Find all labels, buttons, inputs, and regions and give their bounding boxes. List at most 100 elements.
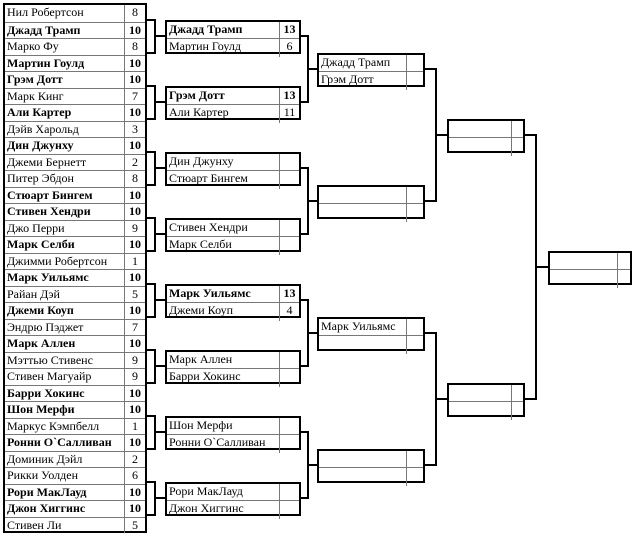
player-score: 9 bbox=[124, 352, 145, 368]
player-row[interactable] bbox=[449, 120, 523, 138]
player-row[interactable]: Стивен Хендри bbox=[167, 219, 299, 237]
player-row[interactable] bbox=[449, 384, 523, 402]
player-row[interactable] bbox=[449, 401, 523, 420]
player-row[interactable]: Джон Хиггинс bbox=[167, 500, 299, 519]
player-score bbox=[279, 501, 299, 519]
player-name: Джеми Бернетт bbox=[7, 154, 87, 169]
player-row[interactable]: Джадд Трамп bbox=[319, 54, 423, 72]
player-row[interactable]: Марк Аллен bbox=[167, 351, 299, 369]
bracket-connector bbox=[435, 398, 447, 400]
player-name: Нил Робертсон bbox=[7, 5, 84, 19]
player-name: Барри Хокинс bbox=[7, 385, 85, 400]
bracket-connector bbox=[424, 332, 437, 334]
player-row[interactable]: Шон Мерфи bbox=[167, 417, 299, 435]
player-score bbox=[279, 435, 299, 453]
player-row[interactable] bbox=[319, 203, 423, 222]
player-score: 10 bbox=[124, 237, 145, 253]
player-row[interactable]: Марк Селби bbox=[167, 236, 299, 255]
player-row[interactable]: Дин Джунху bbox=[167, 153, 299, 171]
player-row[interactable]: Грэм Дотт bbox=[319, 71, 423, 90]
player-name: Джеми Коуп bbox=[7, 303, 74, 317]
player-row[interactable]: Барри Хокинс bbox=[167, 368, 299, 387]
player-name: Марк Кинг bbox=[7, 88, 64, 103]
player-score bbox=[279, 351, 299, 369]
player-score bbox=[406, 204, 423, 222]
player-row[interactable] bbox=[319, 335, 423, 354]
player-name: Али Картер bbox=[169, 105, 229, 119]
player-row[interactable] bbox=[550, 269, 630, 288]
player-score: 11 bbox=[279, 105, 299, 123]
player-row[interactable]: Стюарт Бингем bbox=[167, 170, 299, 189]
player-row[interactable] bbox=[550, 252, 630, 270]
player-score: 1 bbox=[124, 418, 145, 434]
player-score: 2 bbox=[124, 451, 145, 467]
bracket-connector bbox=[146, 348, 156, 351]
player-row[interactable] bbox=[319, 467, 423, 486]
player-row[interactable]: Ронни О`Салливан bbox=[167, 434, 299, 453]
bracket-connector bbox=[307, 200, 317, 202]
bracket-connector bbox=[307, 68, 317, 70]
player-score: 10 bbox=[124, 72, 145, 88]
player-row[interactable]: Марк Уильямс bbox=[319, 318, 423, 336]
player-name: Стивен Хендри bbox=[7, 204, 91, 218]
bracket-connector bbox=[146, 480, 156, 483]
bracket-connector bbox=[300, 431, 309, 433]
player-name: Стюарт Бингем bbox=[7, 187, 93, 202]
player-score bbox=[406, 54, 423, 72]
player-score: 13 bbox=[279, 87, 299, 105]
bracket-connector bbox=[307, 332, 317, 334]
player-row[interactable] bbox=[319, 450, 423, 468]
player-row[interactable]: Рори МакЛауд bbox=[167, 483, 299, 501]
player-score: 8 bbox=[124, 39, 145, 55]
player-score: 13 bbox=[279, 285, 299, 303]
player-name: Марк Аллен bbox=[169, 351, 233, 366]
player-row[interactable] bbox=[319, 186, 423, 204]
player-row[interactable] bbox=[449, 137, 523, 156]
bracket-connector bbox=[146, 282, 156, 285]
bracket-connector bbox=[300, 365, 309, 367]
player-row[interactable]: Али Картер 11 bbox=[167, 104, 299, 123]
bracket-connector bbox=[424, 464, 437, 466]
bracket-connector bbox=[154, 167, 165, 169]
player-name: Джон Хиггинс bbox=[169, 501, 244, 515]
